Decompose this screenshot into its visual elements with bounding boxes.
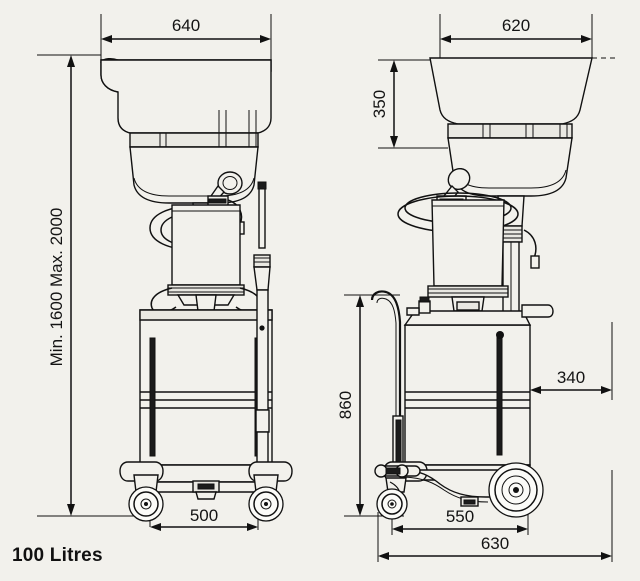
side-datum-dashes <box>396 57 618 61</box>
side-caster-front <box>376 488 408 520</box>
side-front-axle <box>374 464 421 478</box>
dim-550-label: 550 <box>446 507 474 526</box>
dim-340-label: 340 <box>557 368 585 387</box>
dim-500-label: 500 <box>190 506 218 525</box>
dim-overall-height: Min. 1600 Max. 2000 <box>47 55 75 516</box>
dim-620: 620 <box>440 16 592 43</box>
dim-550: 550 <box>392 507 528 533</box>
dim-height-label: Min. 1600 Max. 2000 <box>47 208 66 367</box>
dim-620-label: 620 <box>502 16 530 35</box>
dim-500: 500 <box>150 506 258 531</box>
side-funnel-bowl <box>429 57 593 197</box>
side-view-group: 620 350 860 340 550 <box>336 14 618 562</box>
front-funnel-bowl <box>100 57 272 204</box>
dim-340: 340 <box>530 368 612 394</box>
front-inner-drum <box>167 204 245 312</box>
dim-640: 640 <box>101 16 271 43</box>
dim-640-label: 640 <box>172 16 200 35</box>
front-caster-left <box>128 474 164 522</box>
side-tank <box>403 310 532 466</box>
side-inner-drum <box>427 199 509 312</box>
dim-350: 350 <box>370 60 398 148</box>
front-caster-right <box>248 474 284 522</box>
side-tank-fittings <box>406 296 554 318</box>
dim-350-label: 350 <box>370 90 389 118</box>
capacity-caption: 100 Litres <box>12 545 103 566</box>
front-tank <box>139 309 273 466</box>
dim-630: 630 <box>378 534 612 560</box>
side-push-handle <box>370 290 404 467</box>
side-wheel-rear <box>488 462 544 518</box>
dim-630-label: 630 <box>481 534 509 553</box>
dim-860-label: 860 <box>336 391 355 419</box>
dim-860: 860 <box>336 295 364 516</box>
front-view-group: 640 Min. 1600 Max. 2000 500 <box>37 14 293 531</box>
front-probe-tube <box>253 181 271 473</box>
